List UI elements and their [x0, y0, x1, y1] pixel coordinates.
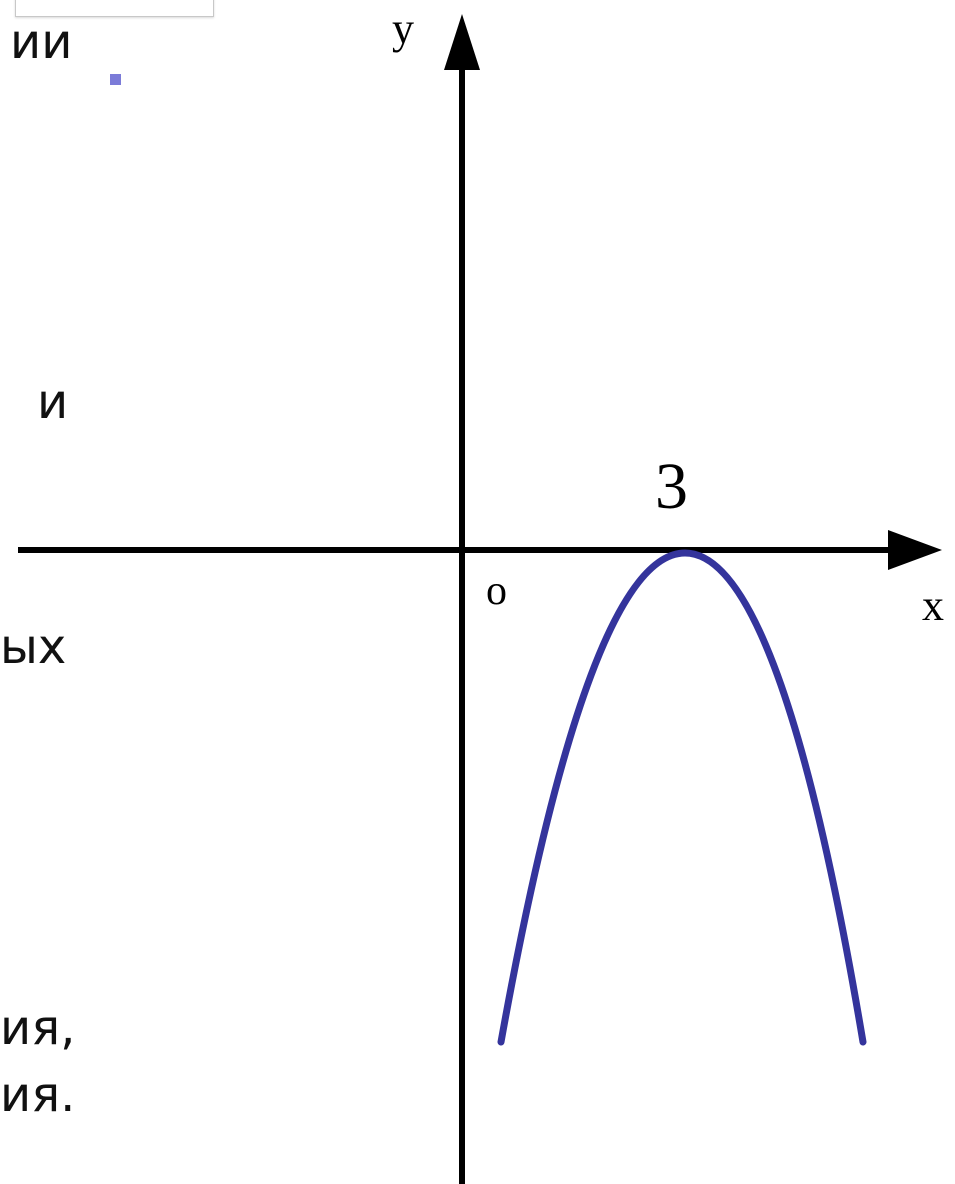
bullet-marker — [110, 74, 121, 85]
text-fragment-2: и — [37, 374, 69, 430]
text-fragment-4: ия, — [0, 1000, 76, 1056]
y-axis-label: y — [392, 4, 414, 53]
y-axis-arrowhead — [444, 14, 480, 70]
text-fragment-3: ых — [0, 619, 67, 675]
parabola-curve — [497, 549, 867, 1046]
origin-label: o — [486, 568, 507, 614]
vertex-x-label: 3 — [655, 450, 688, 523]
x-axis-arrowhead — [888, 530, 942, 570]
x-axis-label: x — [922, 581, 944, 630]
text-fragment-5: ия. — [0, 1067, 76, 1123]
text-fragment-1: ии — [10, 14, 73, 70]
text-placeholder-box — [15, 0, 214, 17]
